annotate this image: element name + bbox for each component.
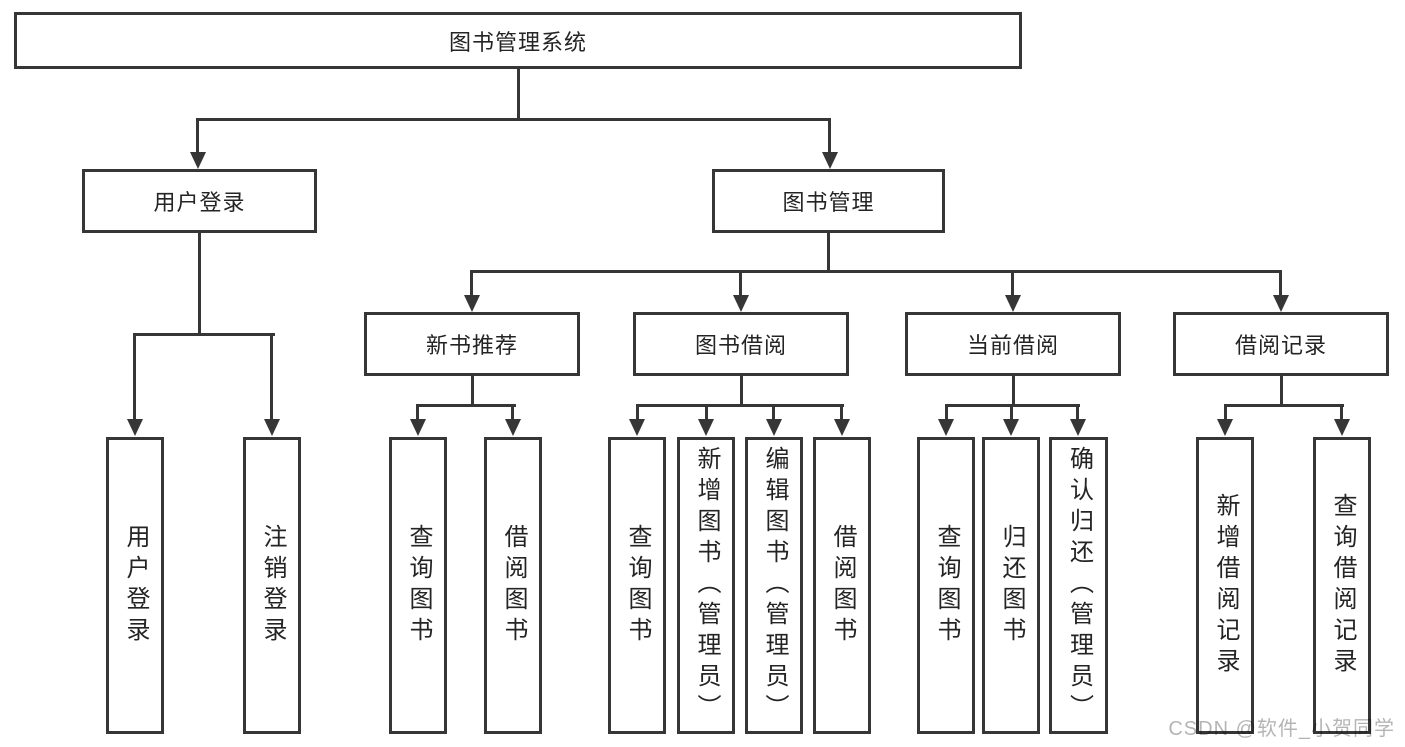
connector-arm [1279, 270, 1282, 297]
arrowhead [1005, 295, 1021, 312]
node-leaf-query-books-2: 查询图书 [608, 437, 666, 734]
node-root: 图书管理系统 [14, 12, 1022, 69]
node-leaf-borrow-books-2: 借阅图书 [813, 437, 871, 734]
connector-borrow-records-splitter [1224, 404, 1344, 407]
node-leaf-borrow-books-1: 借阅图书 [484, 437, 542, 734]
arrowhead [1217, 419, 1233, 436]
connector-root-stem [517, 69, 520, 120]
arrowhead [938, 419, 954, 436]
leaf-label: 用户登录 [122, 523, 149, 648]
connector-root-arm-left [196, 118, 199, 154]
connector-current-borrow-stem [1012, 376, 1015, 406]
arrowhead [505, 419, 521, 436]
leaf-label: 查询图书 [405, 523, 432, 648]
arrowhead [190, 152, 206, 169]
connector-book-borrow-splitter [636, 404, 844, 407]
connector-new-books-stem [471, 376, 474, 406]
connector-root-hbar [196, 118, 831, 121]
node-book-management-label: 图书管理 [782, 190, 875, 215]
node-leaf-query-books-3: 查询图书 [917, 437, 975, 734]
leaf-label: 新增借阅记录 [1212, 492, 1239, 679]
connector-arm [1011, 270, 1014, 297]
node-book-borrow: 图书借阅 [633, 312, 849, 376]
connector-root-arm-right [828, 118, 831, 154]
connector-borrow-records-stem [1280, 376, 1283, 406]
arrowhead [766, 419, 782, 436]
node-leaf-query-books-1: 查询图书 [389, 437, 447, 734]
connector-arm [636, 404, 639, 421]
leaf-label: 查询图书 [624, 523, 651, 648]
arrowhead [1273, 295, 1289, 312]
node-leaf-add-borrow-record: 新增借阅记录 [1196, 437, 1254, 734]
connector-user-login-arm1 [133, 333, 136, 421]
node-user-login: 用户登录 [82, 169, 317, 233]
leaf-label: 归还图书 [998, 523, 1025, 648]
leaf-label: 新增图书（管理员） [693, 446, 720, 725]
node-leaf-query-borrow-record: 查询借阅记录 [1313, 437, 1371, 734]
arrowhead [410, 419, 426, 436]
node-book-management: 图书管理 [712, 169, 945, 233]
leaf-label: 编辑图书（管理员） [761, 446, 788, 725]
node-book-borrow-label: 图书借阅 [694, 333, 787, 358]
node-root-label: 图书管理系统 [448, 29, 587, 55]
node-leaf-edit-books-admin: 编辑图书（管理员） [745, 437, 803, 734]
arrowhead [834, 419, 850, 436]
leaf-label: 查询图书 [933, 523, 960, 648]
arrowhead [733, 295, 749, 312]
connector-arm [945, 404, 948, 421]
node-current-borrow-label: 当前借阅 [966, 333, 1059, 358]
node-new-books: 新书推荐 [364, 312, 580, 376]
connector-user-login-stem [198, 233, 201, 335]
arrowhead [629, 419, 645, 436]
watermark-text: CSDN @软件_小贺同学 [1168, 718, 1395, 740]
arrowhead [264, 419, 280, 436]
connector-arm [470, 270, 473, 297]
arrowhead [464, 295, 480, 312]
connector-arm [840, 404, 843, 421]
connector-arm [1340, 404, 1343, 421]
connector-arm [416, 404, 419, 421]
node-new-books-label: 新书推荐 [425, 333, 518, 358]
connector-book-borrow-stem [740, 376, 743, 406]
node-leaf-add-books-admin: 新增图书（管理员） [677, 437, 735, 734]
connector-arm [1224, 404, 1227, 421]
arrowhead [1070, 419, 1086, 436]
leaf-label: 注销登录 [259, 523, 286, 648]
node-leaf-confirm-return-admin: 确认归还（管理员） [1049, 437, 1108, 734]
arrowhead [1334, 419, 1350, 436]
node-leaf-logout: 注销登录 [243, 437, 301, 734]
arrowhead [1003, 419, 1019, 436]
node-borrow-records-label: 借阅记录 [1234, 333, 1327, 358]
leaf-label: 查询借阅记录 [1329, 492, 1356, 679]
connector-book-management-stem [827, 233, 830, 272]
connector-arm [1010, 404, 1013, 421]
arrowhead [698, 419, 714, 436]
connector-arm [772, 404, 775, 421]
connector-arm [511, 404, 514, 421]
node-user-login-label: 用户登录 [153, 190, 246, 215]
leaf-label: 借阅图书 [829, 523, 856, 648]
connector-new-books-splitter [416, 404, 516, 407]
arrowhead [822, 152, 838, 169]
connector-arm [739, 270, 742, 297]
connector-arm [705, 404, 708, 421]
node-leaf-user-login: 用户登录 [106, 437, 164, 734]
leaf-label: 借阅图书 [500, 523, 527, 648]
connector-user-login-splitter [133, 333, 275, 336]
connector-book-management-hbar [470, 270, 1282, 273]
node-current-borrow: 当前借阅 [905, 312, 1121, 376]
leaf-label: 确认归还（管理员） [1065, 446, 1093, 725]
connector-arm [1076, 404, 1079, 421]
node-leaf-return-books: 归还图书 [982, 437, 1040, 734]
node-borrow-records: 借阅记录 [1173, 312, 1389, 376]
connector-user-login-arm2 [270, 333, 273, 421]
arrowhead [127, 419, 143, 436]
